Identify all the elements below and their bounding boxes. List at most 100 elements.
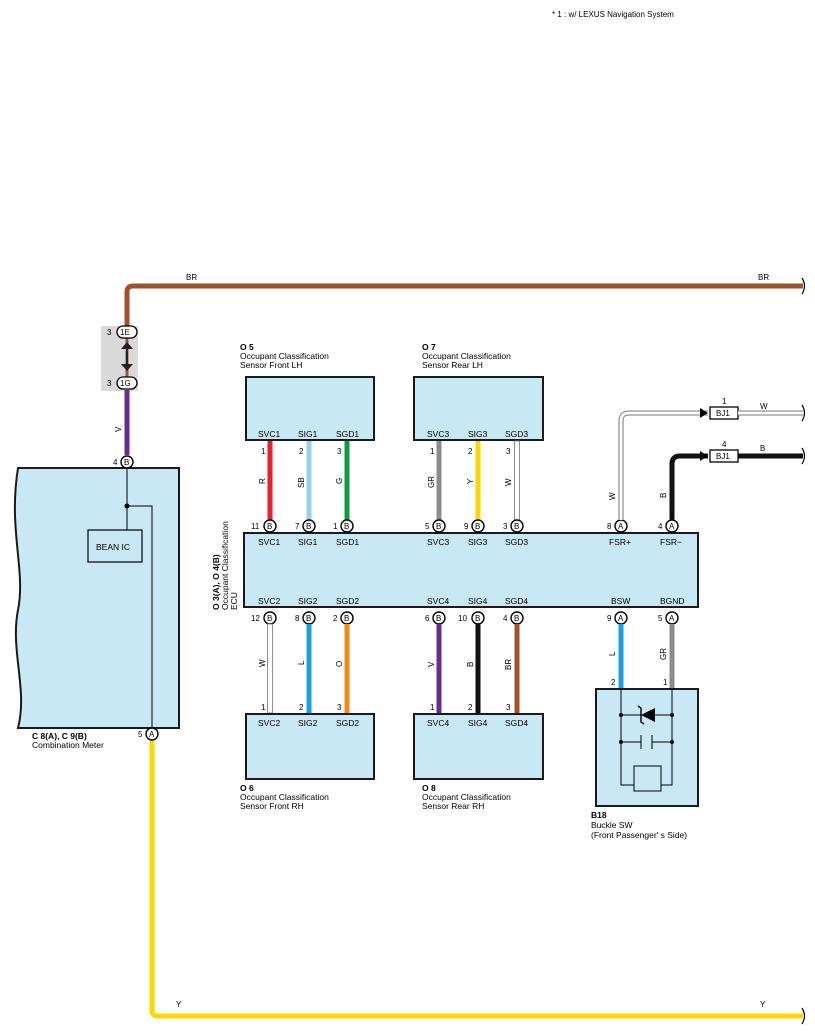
svg-text:B: B bbox=[267, 522, 272, 531]
wire-w-fsr-plus bbox=[618, 410, 708, 520]
ecu-top-pin-fsr-minus: 4 bbox=[658, 522, 663, 531]
o7-pin-label-2: SIG3 bbox=[468, 429, 488, 439]
wire-br-top bbox=[124, 283, 803, 327]
svg-text:A: A bbox=[669, 614, 675, 623]
svg-text:B: B bbox=[475, 614, 480, 623]
junction-arrows-icon bbox=[121, 342, 133, 371]
o5-line2: Sensor Front LH bbox=[240, 360, 302, 370]
bean-ic-box bbox=[87, 529, 143, 563]
ecu-top-label-sig3: SIG3 bbox=[468, 537, 488, 547]
o5-code: O 5 bbox=[240, 342, 254, 352]
o6-pin-3: 3 bbox=[337, 703, 342, 712]
ecu-top-conn-fsr-minus: A bbox=[665, 519, 679, 533]
bj1-bottom-label: BJ1 bbox=[716, 452, 730, 461]
o6-pin-label-1: SVC2 bbox=[258, 718, 280, 728]
wire-label-g: G bbox=[335, 478, 344, 484]
o7-pin-label-1: SVC3 bbox=[427, 429, 449, 439]
wire-label-w-svc2: W bbox=[258, 659, 267, 667]
wire-y-bottom bbox=[149, 741, 803, 1019]
svg-text:A: A bbox=[618, 614, 624, 623]
o5-pin-2: 2 bbox=[299, 447, 304, 456]
wire-label-b-fsr: B bbox=[659, 493, 668, 498]
wire-label-br-left: BR bbox=[186, 273, 197, 282]
wire-label-l-bsw: L bbox=[608, 651, 617, 656]
svg-text:A: A bbox=[618, 522, 624, 531]
o8-pin-label-1: SVC4 bbox=[427, 718, 449, 728]
ecu-bottom-label-sgd2: SGD2 bbox=[336, 596, 359, 606]
buckle-line1: Buckle SW bbox=[591, 820, 633, 830]
ecu-top-conn-fsr-plus: A bbox=[614, 519, 628, 533]
svg-text:B: B bbox=[267, 614, 272, 623]
ecu-top-pin-sgd1: 1 bbox=[333, 522, 338, 531]
ecu-bottom-label-sig2: SIG2 bbox=[298, 596, 318, 606]
buckle-pin-right: 1 bbox=[663, 678, 668, 687]
break-mark-br bbox=[801, 277, 806, 295]
o7-pin-label-3: SGD3 bbox=[505, 429, 528, 439]
wire-label-w-out: W bbox=[760, 402, 768, 411]
wire-label-r: R bbox=[258, 478, 267, 484]
ecu-bottom-pin-sig4: 10 bbox=[458, 614, 467, 623]
wire-label-l-sig2: L bbox=[297, 660, 306, 665]
o7-code: O 7 bbox=[422, 342, 436, 352]
o5-pin-1: 1 bbox=[261, 447, 266, 456]
wire-b-fsr-minus bbox=[669, 453, 708, 520]
junction-conn-1g: 1G bbox=[116, 376, 138, 390]
ecu-top-pin-sig1: 7 bbox=[295, 522, 300, 531]
ecu-bottom-conn-svc2: B bbox=[263, 611, 277, 625]
combo-conn-top: B bbox=[120, 455, 134, 469]
wire-w-svc2 bbox=[267, 623, 273, 714]
o8-code: O 8 bbox=[422, 783, 436, 793]
svg-text:A: A bbox=[149, 730, 155, 739]
ecu-top-pin-svc1: 11 bbox=[251, 522, 260, 531]
wire-label-o-sgd2: O bbox=[335, 661, 344, 667]
ecu-top-label-fsr-plus: FSR+ bbox=[609, 537, 631, 547]
ecu-bottom-label-bsw: BSW bbox=[611, 596, 630, 606]
o6-pin-label-3: SGD2 bbox=[336, 718, 359, 728]
ecu-name-1: Occupant Classification bbox=[220, 521, 230, 610]
o7-line2: Sensor Rear LH bbox=[422, 360, 483, 370]
o6-line2: Sensor Front RH bbox=[240, 801, 304, 811]
o8-pin-label-2: SIG4 bbox=[468, 718, 488, 728]
ecu-bottom-pin-bgnd: 5 bbox=[658, 614, 663, 623]
ecu-bottom-label-bgnd: BGND bbox=[660, 596, 685, 606]
buckle-pin-left: 2 bbox=[611, 678, 616, 687]
wire-w-fsr-plus-fill bbox=[619, 411, 708, 520]
o6-pin-2: 2 bbox=[299, 703, 304, 712]
ecu-top-label-svc3: SVC3 bbox=[427, 537, 449, 547]
combination-meter-box bbox=[13, 467, 180, 729]
o6-line1: Occupant Classification bbox=[240, 792, 329, 802]
wire-w-sgd3 bbox=[514, 440, 520, 521]
ecu-bottom-label-sig4: SIG4 bbox=[468, 596, 488, 606]
svg-text:B: B bbox=[344, 522, 349, 531]
o8-pin-1: 1 bbox=[430, 703, 435, 712]
ecu-top-conn-svc1: B bbox=[263, 519, 277, 533]
note-text: * 1 : w/ LEXUS Navigation System bbox=[552, 10, 674, 19]
combo-internal-wire-2 bbox=[127, 505, 153, 728]
combo-pin-bottom: 5 bbox=[138, 730, 143, 739]
ecu-bottom-label-svc2: SVC2 bbox=[258, 596, 280, 606]
o6-pin-1: 1 bbox=[261, 703, 266, 712]
ecu-bottom-conn-bsw: A bbox=[614, 611, 628, 625]
arrow-bj1-bottom-icon bbox=[700, 451, 708, 461]
ecu-code: O 3(A), O 4(B) bbox=[211, 554, 221, 610]
wire-label-gr-top: GR bbox=[427, 476, 436, 488]
combo-junction-dot bbox=[124, 503, 130, 509]
o7-box bbox=[413, 376, 544, 441]
ecu-top-pin-sgd3: 3 bbox=[503, 522, 508, 531]
ecu-top-label-fsr-minus: FSR− bbox=[660, 537, 682, 547]
zener-diode-icon bbox=[637, 705, 655, 725]
wire-label-y-top: Y bbox=[466, 478, 475, 484]
o6-box bbox=[245, 713, 375, 780]
ecu-top-pin-fsr-plus: 8 bbox=[607, 522, 612, 531]
buckle-internal-circuit bbox=[620, 689, 673, 792]
wire-label-v: V bbox=[114, 426, 123, 432]
buckle-line2: (Front Passenger' s Side) bbox=[591, 830, 687, 840]
junction-pin-1: 3 bbox=[107, 328, 112, 337]
o5-line1: Occupant Classification bbox=[240, 351, 329, 361]
arrow-bj1-top-icon bbox=[700, 408, 708, 418]
o7-pin-3: 3 bbox=[506, 447, 511, 456]
o5-pin-label-1: SVC1 bbox=[258, 429, 280, 439]
ecu-bottom-pin-sgd4: 4 bbox=[503, 614, 508, 623]
o8-pin-label-3: SGD4 bbox=[505, 718, 528, 728]
